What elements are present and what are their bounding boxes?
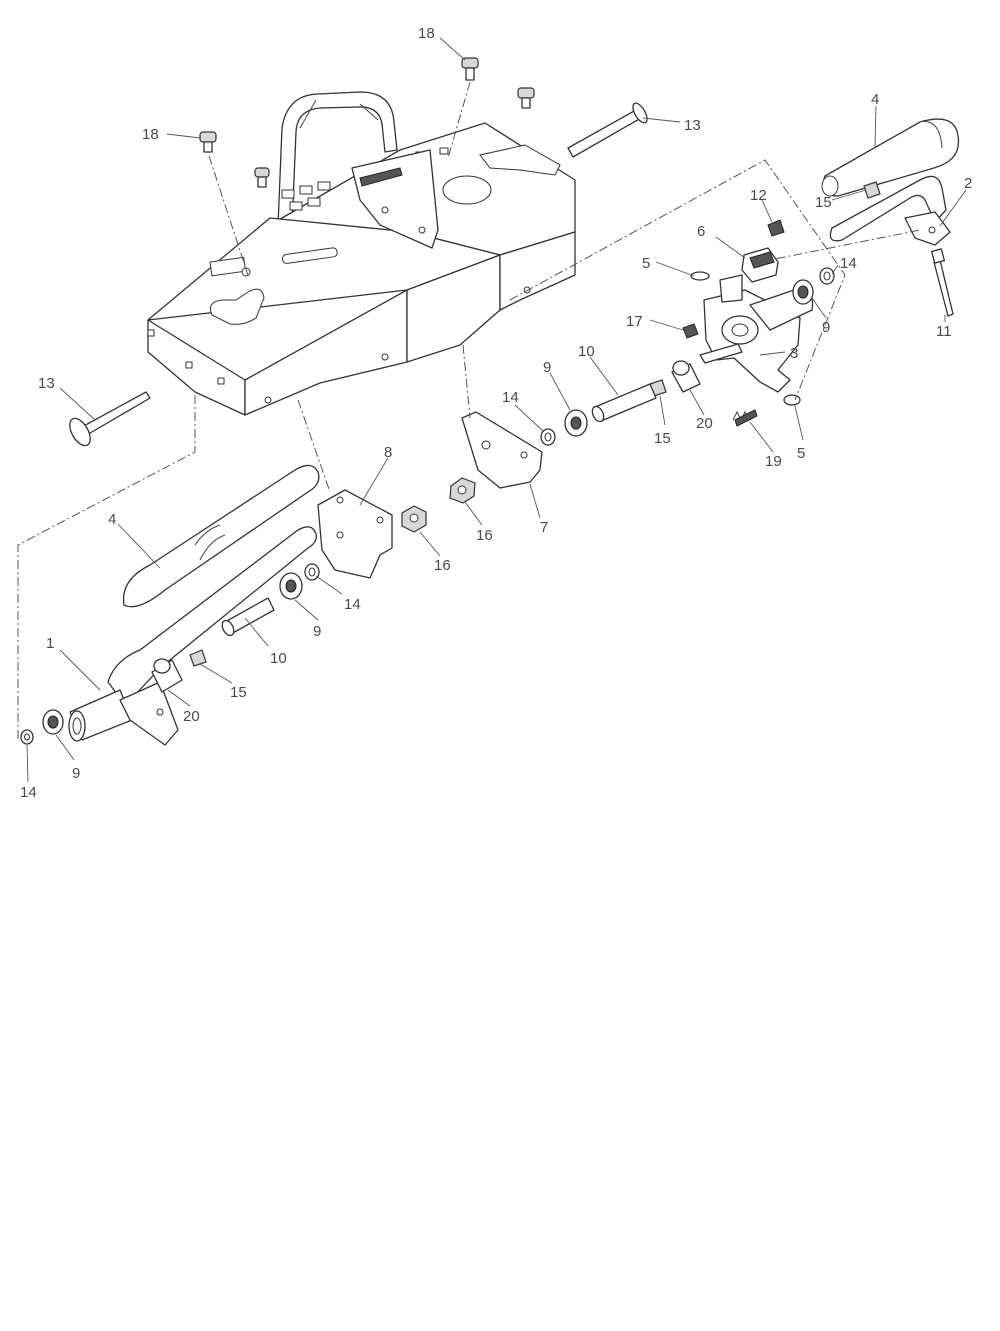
callout-9-right: 9 bbox=[822, 319, 830, 336]
tube-10-right bbox=[591, 383, 657, 423]
callout-14-bottom: 14 bbox=[20, 784, 37, 801]
callout-9-mid: 9 bbox=[543, 359, 551, 376]
callout-labels: 18 18 13 13 4 4 15 15 15 2 12 6 5 5 14 1… bbox=[20, 25, 972, 801]
spacer-20-left bbox=[151, 658, 183, 693]
console-housing bbox=[147, 91, 576, 416]
callout-9-bottom: 9 bbox=[72, 765, 80, 782]
callout-2: 2 bbox=[964, 175, 972, 192]
callout-20-left: 20 bbox=[183, 708, 200, 725]
callout-1: 1 bbox=[46, 635, 54, 652]
callout-6: 6 bbox=[697, 223, 705, 240]
washer-14-right bbox=[819, 267, 835, 285]
callout-18-top: 18 bbox=[418, 25, 435, 42]
nut-17 bbox=[682, 323, 699, 339]
callout-14-mid: 14 bbox=[502, 389, 519, 406]
bearing-9-left bbox=[279, 572, 303, 600]
callout-13-right: 13 bbox=[684, 117, 701, 134]
grip-4-right bbox=[821, 118, 960, 197]
pin-5-upper bbox=[690, 271, 710, 281]
callout-9-left: 9 bbox=[313, 623, 321, 640]
callout-18-left: 18 bbox=[142, 126, 159, 143]
callout-15-mid: 15 bbox=[654, 430, 671, 447]
callout-14-right: 14 bbox=[840, 255, 857, 272]
spacer-20-right bbox=[671, 360, 701, 393]
callout-12: 12 bbox=[750, 187, 767, 204]
nut-16-mid bbox=[449, 477, 476, 504]
screw-18-top-2 bbox=[517, 87, 535, 109]
screw-18-top bbox=[461, 57, 479, 81]
callout-4-left: 4 bbox=[108, 511, 116, 528]
bracket-8 bbox=[317, 489, 393, 579]
bolt-13-right bbox=[567, 102, 648, 158]
bearing-9-right bbox=[792, 279, 814, 305]
switch-6 bbox=[741, 247, 779, 283]
tube-10-left bbox=[221, 597, 275, 637]
callout-10-left: 10 bbox=[270, 650, 287, 667]
pin-5-lower bbox=[783, 394, 801, 406]
bearing-9-mid bbox=[564, 409, 588, 437]
handle-tube-2 bbox=[829, 175, 951, 246]
callout-10-right: 10 bbox=[578, 343, 595, 360]
nut-15-top bbox=[863, 181, 881, 199]
callout-17: 17 bbox=[626, 313, 643, 330]
bolt-11 bbox=[930, 248, 954, 317]
washer-14-bottom bbox=[20, 729, 34, 745]
screw-18-left bbox=[199, 131, 217, 153]
callout-14-left: 14 bbox=[344, 596, 361, 613]
nut-15-left bbox=[189, 649, 207, 667]
callout-8: 8 bbox=[384, 444, 392, 461]
pivot-bracket-3 bbox=[699, 274, 814, 393]
nut-16-left bbox=[401, 505, 427, 533]
screw-12 bbox=[767, 219, 785, 237]
callout-13-left: 13 bbox=[38, 375, 55, 392]
callout-16-mid: 16 bbox=[476, 527, 493, 544]
callout-5-upper: 5 bbox=[642, 255, 650, 272]
leader-lines bbox=[26, 37, 967, 783]
callout-20-right: 20 bbox=[696, 415, 713, 432]
bearing-9-bottom bbox=[42, 709, 64, 735]
assembly-lines bbox=[17, 81, 921, 740]
bolt-13-left bbox=[69, 391, 151, 447]
callout-11: 11 bbox=[936, 323, 952, 340]
callout-5-lower: 5 bbox=[797, 445, 805, 462]
callout-4-right: 4 bbox=[871, 91, 879, 108]
callout-15-top: 15 bbox=[815, 194, 832, 211]
callout-15-left: 15 bbox=[230, 684, 247, 701]
washer-14-mid bbox=[540, 428, 556, 446]
callout-19: 19 bbox=[765, 453, 782, 470]
washer-14-left bbox=[304, 563, 320, 581]
spring-19 bbox=[732, 409, 758, 427]
callout-7: 7 bbox=[540, 519, 548, 536]
callout-16-left: 16 bbox=[434, 557, 451, 574]
screw-18-left-2 bbox=[254, 167, 270, 188]
callout-3: 3 bbox=[790, 345, 798, 362]
bracket-7 bbox=[461, 411, 543, 489]
